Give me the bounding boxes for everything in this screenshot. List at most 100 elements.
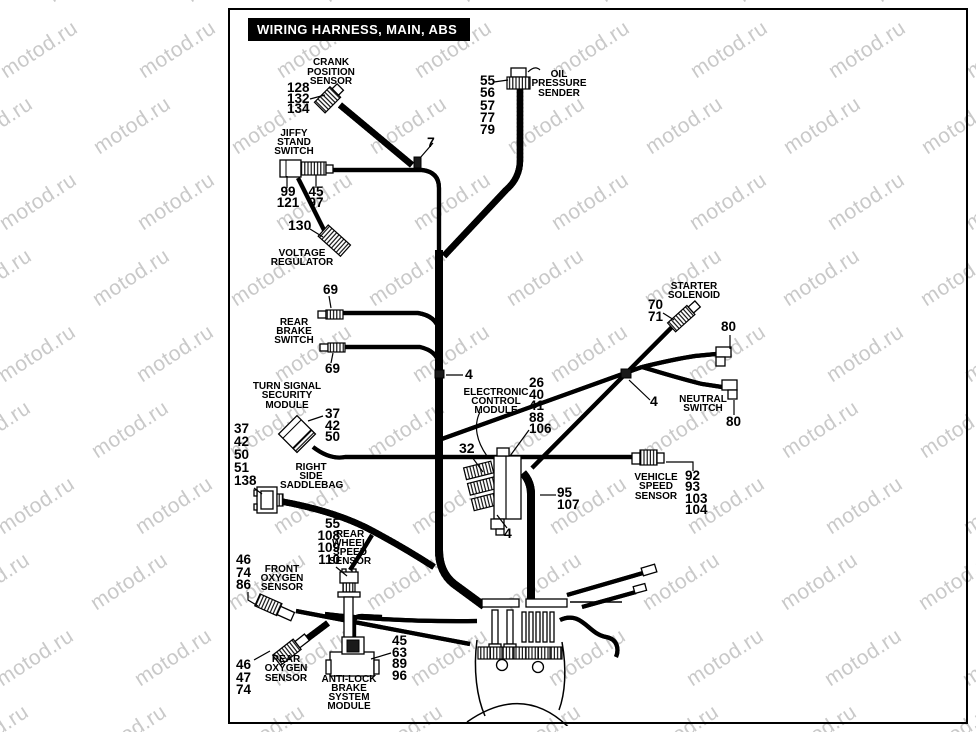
clip-part-number-7: 7: [427, 134, 435, 150]
front-oxygen-sensor: [253, 593, 296, 622]
crank-sensor-part-numbers: 128 132 134: [287, 80, 310, 116]
electronic-control-module: [462, 447, 522, 536]
conduit-part-numbers-95-107: 95 107: [557, 485, 580, 512]
tsm-part-numbers-right: 37 42 50: [325, 406, 341, 444]
oil-sender-connector: [506, 67, 541, 90]
watermark-text: motod.ru: [733, 0, 819, 8]
watermark-text: motod.ru: [89, 92, 175, 159]
watermark-text: motod.ru: [133, 168, 219, 235]
rear-brake-part-number-bottom: 69: [325, 361, 341, 376]
starter-part-numbers: 70 71: [648, 297, 664, 324]
rear-oxygen-sensor-label: REAR OXYGEN SENSOR: [264, 654, 308, 684]
jiffy-part-numbers-right: 45 97: [308, 184, 324, 210]
rear-wheel-speed-sensor-label: REAR WHEEL SPEED SENSOR: [328, 529, 372, 567]
leader-lines: [247, 79, 735, 661]
saddlebag-cable: [279, 501, 434, 567]
watermark-text: motod.ru: [85, 700, 171, 732]
watermark-text: motod.ru: [87, 396, 173, 463]
watermark-text: motod.ru: [871, 0, 957, 8]
watermark-text: motod.ru: [130, 624, 216, 691]
starter-solenoid-wire: [532, 322, 677, 468]
watermark-text: motod.ru: [319, 0, 405, 8]
watermark-text: motod.ru: [0, 700, 33, 732]
watermark-text: motod.ru: [0, 396, 35, 463]
watermark-text: motod.ru: [134, 16, 220, 83]
rear-brake-wire-bottom: [343, 344, 439, 364]
rear-wheel-sensor-wire: [350, 535, 372, 570]
turn-signal-security-module-label: TURN SIGNAL SECURITY MODULE: [252, 381, 322, 411]
watermark-text: motod.ru: [88, 244, 174, 311]
abs-module: [325, 636, 380, 677]
oil-pressure-sender-label: OIL PRESSURE SENDER: [531, 69, 587, 99]
rear-fender-outline: [466, 639, 569, 726]
watermark-text: motod.ru: [86, 548, 172, 615]
jiffy-part-numbers-left: 99 121: [276, 184, 300, 210]
main-harness-trunk: [435, 250, 484, 606]
neutral-part-number-80-bottom: 80: [726, 414, 742, 429]
watermark-text: motod.ru: [0, 168, 81, 235]
watermark-text: motod.ru: [181, 0, 267, 8]
harness-clip-4-mid: [434, 369, 445, 379]
watermark-text: motod.ru: [43, 0, 129, 8]
diagram-box: WIRING HARNESS, MAIN, ABS: [228, 8, 970, 726]
crank-sensor-cable: [340, 105, 412, 165]
fuse-junction-block: [477, 598, 568, 674]
right-side-saddlebag-label: RIGHT SIDE SADDLEBAG: [280, 462, 344, 491]
rear-oxygen-part-numbers: 46 47 74: [236, 657, 252, 697]
neutral-switch-label: NEUTRAL SWITCH: [679, 394, 727, 415]
abs-module-label: ANTI-LOCK BRAKE SYSTEM MODULE: [321, 674, 377, 712]
front-oxygen-part-numbers: 46 74 86: [236, 552, 252, 592]
crank-sensor-connector: [313, 82, 345, 114]
vss-part-numbers: 92 93 103 104: [685, 468, 708, 517]
diagram-title-bar: WIRING HARNESS, MAIN, ABS: [248, 18, 470, 41]
watermark-text: motod.ru: [0, 16, 82, 83]
rear-brake-wire-top: [342, 310, 439, 330]
watermark-text: motod.ru: [595, 0, 681, 8]
vehicle-speed-sensor-connector: [631, 449, 665, 466]
rear-brake-connector-bottom: [319, 342, 346, 353]
rear-oxygen-sensor: [271, 633, 311, 667]
jiffy-stand-connector: [279, 159, 334, 178]
abs-part-numbers: 45 63 89 96: [392, 633, 408, 683]
watermark-text: motod.ru: [132, 320, 218, 387]
ecm-pigtail-wire: [475, 411, 488, 457]
tsm-to-vss-wire: [313, 447, 634, 458]
tsm-part-numbers-left: 37 42 50 51 138: [234, 421, 257, 488]
front-oxygen-sensor-label: FRONT OXYGEN SENSOR: [260, 564, 304, 593]
rear-brake-switch-label: REAR BRAKE SWITCH: [274, 317, 314, 346]
watermark-text: motod.ru: [0, 472, 79, 539]
voltage-regulator-part-number: 130: [288, 217, 312, 233]
jiffy-to-trunk-wire: [333, 167, 442, 252]
harness-clip-4-neutral: [620, 368, 632, 379]
neutral-switch-wire: [439, 354, 722, 440]
jiffy-stand-switch-label: JIFFY STAND SWITCH: [274, 128, 314, 157]
watermark-text: motod.ru: [131, 472, 217, 539]
rear-wheel-part-numbers: 55 108 109 110: [317, 516, 340, 567]
front-oxygen-wire: [296, 611, 470, 644]
turn-signal-security-module: [277, 414, 317, 454]
vehicle-speed-sensor-label: VEHICLE SPEED SENSOR: [634, 472, 678, 502]
starter-solenoid-label: STARTER SOLENOID: [667, 281, 721, 302]
voltage-regulator-connector: [317, 224, 352, 258]
rear-brake-connector-top: [317, 309, 344, 320]
watermark-text: motod.ru: [0, 548, 34, 615]
neutral-part-number-80-top: 80: [721, 319, 737, 334]
ecm-part-number-4: 4: [504, 525, 512, 541]
harness-line-art: [247, 67, 738, 726]
clip-part-number-4-neutral: 4: [650, 393, 658, 409]
clip-part-number-4-mid: 4: [465, 366, 473, 382]
ecm-label: ELECTRONIC CONTROL MODULE: [463, 387, 529, 416]
neutral-switch-connector-top: [715, 346, 732, 367]
voltage-regulator-label: VOLTAGE REGULATOR: [270, 248, 334, 268]
watermark-text: motod.ru: [0, 320, 80, 387]
oil-sender-part-numbers: 55 56 57 77 79: [480, 73, 496, 138]
ecm-part-numbers: 26 40 41 88 106: [529, 375, 552, 436]
rear-brake-part-number-top: 69: [323, 282, 339, 297]
watermark-text: motod.ru: [457, 0, 543, 8]
lower-left-harness-wire: [325, 614, 477, 621]
watermark-text: motod.ru: [0, 624, 78, 691]
frame-tubes: [560, 563, 658, 657]
ecm-part-number-32: 32: [459, 440, 475, 456]
diagram-title: WIRING HARNESS, MAIN, ABS: [257, 22, 458, 37]
